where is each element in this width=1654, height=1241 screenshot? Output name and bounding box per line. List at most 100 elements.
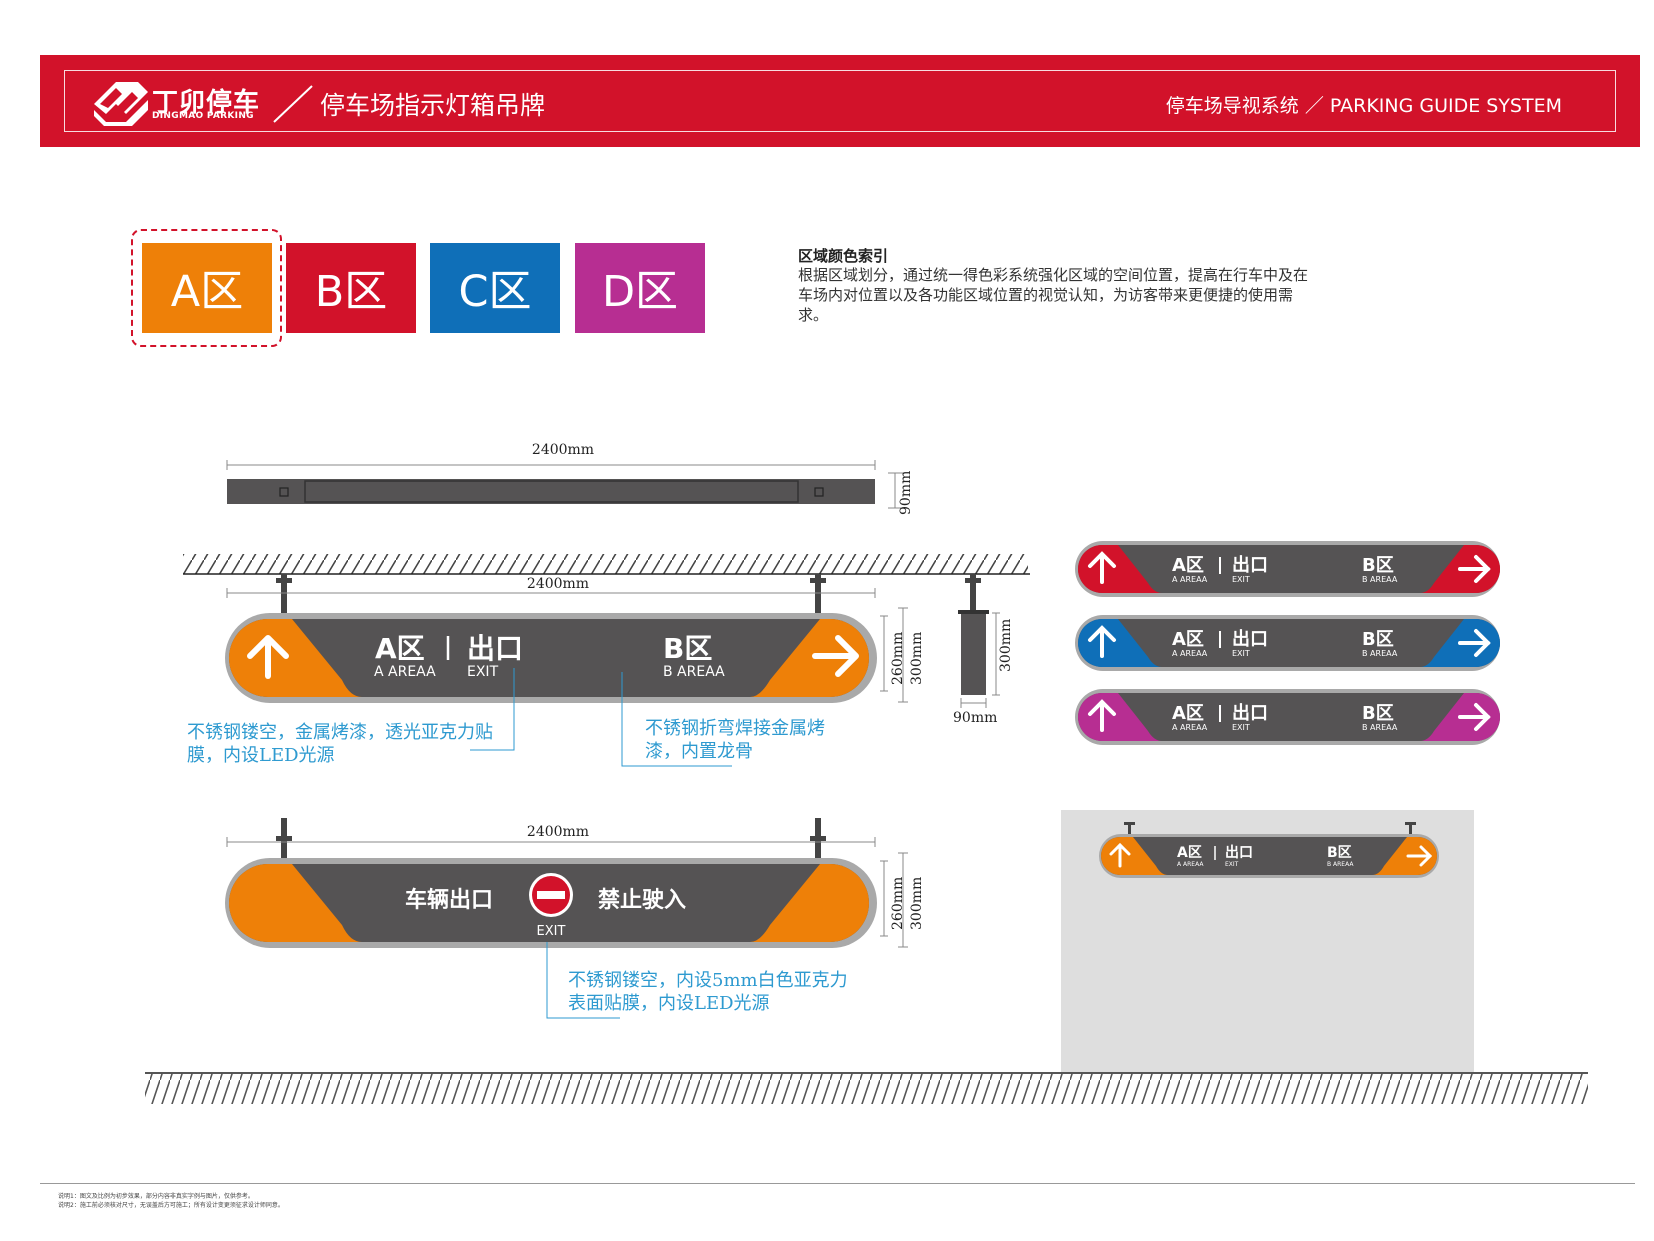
main-sign: A区 A AREAA 出口 EXIT B区 B AREAA <box>225 613 877 703</box>
main-sign-right-zone-en: B AREAA <box>663 664 725 680</box>
main-sign-left-zone-en: A AREAA <box>374 664 436 680</box>
zone-swatch-d: D区 <box>575 243 705 333</box>
main-sign-left-zone: A区 <box>375 632 425 665</box>
zone-label: B区 <box>314 267 388 317</box>
zone-label: C区 <box>458 267 532 317</box>
svg-text:A区: A区 <box>1172 703 1204 724</box>
leader-line-exit <box>546 942 620 1019</box>
dim-exit-outer: 300mm <box>909 877 925 930</box>
system-title: 停车场导视系统 ／ PARKING GUIDE SYSTEM <box>1165 95 1562 117</box>
dim-exit-height: 260mm 300mm <box>880 852 925 948</box>
brand-subtitle: DINGMAO PARKING <box>152 111 254 121</box>
zone-swatch-b: B区 <box>286 243 416 333</box>
svg-text:EXIT: EXIT <box>1232 649 1250 658</box>
zone-swatch-c: C区 <box>430 243 560 333</box>
main-sign-right-zone: B区 <box>663 632 712 665</box>
exit-sign-exit-label: EXIT <box>537 924 566 939</box>
zone-label: A区 <box>170 267 244 317</box>
arrow-up-icon <box>247 635 289 679</box>
dim-depth: 90mm <box>898 471 914 515</box>
svg-text:B区: B区 <box>1327 845 1352 861</box>
svg-text:A AREAA: A AREAA <box>1172 575 1208 584</box>
dim-side-depth: 90mm <box>953 710 997 726</box>
zone-swatch-a: A区 <box>142 243 272 333</box>
note-material-2: 不锈钢折弯焊接金属烤漆，内置龙骨 <box>645 718 825 762</box>
ceiling <box>183 554 1030 575</box>
floor <box>145 1072 1588 1104</box>
dim-width-top: 2400mm <box>532 442 594 458</box>
arrow-right-icon <box>1458 629 1491 657</box>
variant-sign-red: A区 A AREAA 出口 EXIT B区 B AREAA <box>1075 541 1500 597</box>
leader-lines-main <box>470 668 732 767</box>
svg-text:A区: A区 <box>1177 845 1202 861</box>
arrow-up-icon <box>1088 625 1116 658</box>
main-sign-left-panel <box>229 619 362 697</box>
legend-text: 根据区域划分，通过统一得色彩系统强化区域的空间位置，提高在行车中及在车场内对位置… <box>798 266 1309 324</box>
dim-main-height: 260mm 300mm <box>880 607 925 703</box>
main-sign-exit-en: EXIT <box>467 664 499 680</box>
dim-width-exit: 2400mm <box>527 824 589 840</box>
zone-selection-frame <box>131 229 282 347</box>
zone-label: D区 <box>601 267 679 317</box>
svg-text:出口: 出口 <box>1225 844 1253 861</box>
svg-text:A AREAA: A AREAA <box>1177 861 1204 868</box>
arrow-right-icon <box>812 635 859 677</box>
side-view: 300mm 90mm <box>953 574 1014 726</box>
no-entry-icon <box>529 873 573 917</box>
dim-height-outer: 300mm <box>909 632 925 685</box>
svg-text:出口: 出口 <box>1232 702 1268 724</box>
footer-divider <box>40 1183 1635 1184</box>
brand-name: 丁卯停车 <box>152 88 261 118</box>
arrow-right-icon <box>1458 555 1491 583</box>
svg-text:EXIT: EXIT <box>1232 575 1250 584</box>
legend-title: 区域颜色索引 <box>798 247 889 265</box>
footer-note-1: 说明1：图文及比例为初步效果，部分内容非真实字例与图片，仅供参考。 <box>58 1193 254 1200</box>
brand-logo-icon <box>94 82 148 126</box>
variant-sign-blue: A区 A AREAA 出口 EXIT B区 B AREAA <box>1075 615 1500 671</box>
arrow-up-icon <box>1088 551 1116 584</box>
svg-text:出口: 出口 <box>1232 628 1268 650</box>
header-frame <box>64 70 1616 132</box>
variant-signs: A区 A AREAA 出口 EXIT B区 B AREAA A区 A AREAA… <box>1075 541 1500 745</box>
svg-text:A区: A区 <box>1172 629 1204 650</box>
variant-sign-magenta: A区 A AREAA 出口 EXIT B区 B AREAA <box>1075 689 1500 745</box>
top-view: 2400mm 90mm <box>226 442 914 515</box>
svg-text:B AREAA: B AREAA <box>1362 575 1398 584</box>
svg-text:EXIT: EXIT <box>1225 861 1239 868</box>
note-material-1: 不锈钢镂空，金属烤漆，透光亚克力贴膜，内设LED光源 <box>187 722 493 766</box>
page-title: 停车场指示灯箱吊牌 <box>320 91 546 120</box>
svg-text:A AREAA: A AREAA <box>1172 723 1208 732</box>
dim-width-main: 2400mm <box>527 576 589 592</box>
arrow-right-icon <box>1458 703 1491 731</box>
svg-text:B区: B区 <box>1362 629 1394 650</box>
exit-sign-left-panel <box>229 864 362 942</box>
placement-preview: A区 A AREAA 出口 EXIT B区 B AREAA <box>1061 810 1474 1072</box>
footer-notes: 说明1：图文及比例为初步效果，部分内容非真实字例与图片，仅供参考。 说明2：施工… <box>58 1192 284 1210</box>
exit-sign-hangers: 2400mm <box>226 818 876 858</box>
svg-text:A区: A区 <box>1172 555 1204 576</box>
dim-exit-inner: 260mm <box>890 877 906 930</box>
svg-text:B区: B区 <box>1362 703 1394 724</box>
svg-text:B AREAA: B AREAA <box>1327 861 1354 868</box>
svg-text:B AREAA: B AREAA <box>1362 649 1398 658</box>
arrow-up-icon <box>1109 842 1131 868</box>
svg-text:EXIT: EXIT <box>1232 723 1250 732</box>
main-sign-exit-cn: 出口 <box>467 632 523 665</box>
dim-side-height: 300mm <box>998 619 1014 672</box>
dim-main: 2400mm <box>226 576 876 598</box>
svg-text:出口: 出口 <box>1232 554 1268 576</box>
title-divider-slash <box>273 85 313 123</box>
svg-text:A AREAA: A AREAA <box>1172 649 1208 658</box>
arrow-right-icon <box>1406 845 1433 867</box>
arrow-up-icon <box>1088 699 1116 732</box>
svg-text:B区: B区 <box>1362 555 1394 576</box>
exit-sign-right-text: 禁止驶入 <box>598 887 686 913</box>
exit-sign: 车辆出口 EXIT 禁止驶入 <box>225 858 877 948</box>
dim-height-inner: 260mm <box>890 632 906 685</box>
exit-sign-left-text: 车辆出口 <box>405 887 493 913</box>
footer-note-2: 说明2：施工前必须核对尺寸，无误盖后方可施工；所有设计变更须征求设计师同意。 <box>58 1202 284 1209</box>
note-material-3: 不锈钢镂空，内设5mm白色亚克力表面贴膜，内设LED光源 <box>568 970 848 1014</box>
svg-text:B AREAA: B AREAA <box>1362 723 1398 732</box>
exit-sign-right-panel <box>750 864 869 942</box>
